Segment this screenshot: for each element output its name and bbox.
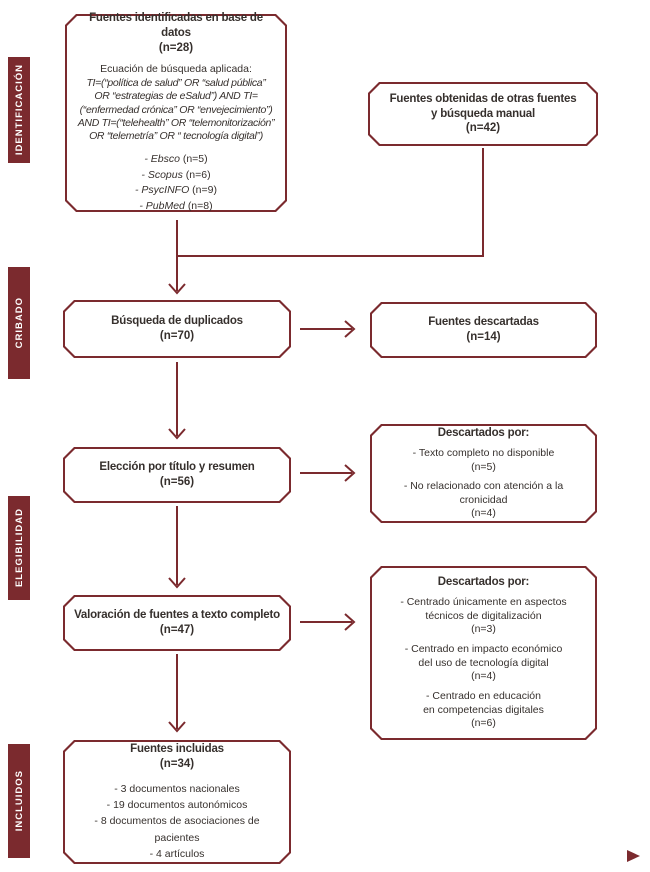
- box-fulltext-assessment: Valoración de fuentes a texto completo (…: [63, 595, 291, 651]
- database-source-item: - PsycINFO (n=9): [135, 183, 217, 199]
- box-header: Descartados por:: [437, 576, 530, 589]
- box-title: Fuentes descartadas: [428, 316, 539, 329]
- database-count: (n=6): [185, 168, 211, 181]
- box-discarded-title-stage: Descartados por: - Texto completo no dis…: [370, 424, 597, 523]
- arrowhead-right-icon: [344, 464, 356, 482]
- stage-label-text: ELEGIBILIDAD: [13, 508, 25, 588]
- box-header: Descartados por:: [437, 426, 530, 439]
- database-source-item: - Scopus (n=6): [135, 168, 217, 184]
- discard-reason-text: - Centrado en educación en competencias …: [423, 689, 544, 716]
- discard-reason-count: (n=6): [471, 717, 496, 730]
- box-count: (n=28): [158, 42, 194, 55]
- box-fill: [67, 16, 285, 210]
- database-name: - PsycINFO: [135, 184, 190, 197]
- box-other-sources: Fuentes obtenidas de otras fuentes y bús…: [368, 82, 598, 146]
- database-count: (n=5): [182, 152, 208, 165]
- box-fill: [65, 302, 289, 356]
- included-items-list: - 3 documentos nacionales - 19 documento…: [94, 782, 260, 860]
- box-fill: [65, 449, 289, 501]
- discard-reason: - Texto completo no disponible (n=5): [413, 447, 555, 474]
- database-name: - Scopus: [141, 168, 183, 181]
- box-fill: [65, 597, 289, 649]
- box-fill: [65, 742, 289, 862]
- box-discarded-duplicates: Fuentes descartadas (n=14): [370, 302, 597, 358]
- database-source-item: - PubMed (n=8): [135, 199, 217, 215]
- arrowhead-down-icon: [168, 428, 186, 440]
- discard-reason-text: - Texto completo no disponible: [412, 446, 555, 459]
- box-fill: [370, 84, 596, 144]
- stage-label-text: INCLUIDOS: [13, 770, 25, 832]
- discard-reason-count: (n=5): [471, 460, 496, 473]
- box-title: Valoración de fuentes a texto completo: [74, 609, 280, 622]
- stage-label-text: CRIBADO: [13, 297, 25, 349]
- box-count: (n=34): [159, 757, 195, 770]
- box-fill: [372, 304, 595, 356]
- stage-label-identificacion: IDENTIFICACIÓN: [8, 57, 30, 163]
- database-source-list: - Ebsco (n=5) - Scopus (n=6) - PsycINFO …: [135, 152, 217, 215]
- stage-label-text: IDENTIFICACIÓN: [13, 64, 25, 156]
- discard-reason-text: - No relacionado con atención a la croni…: [403, 480, 564, 506]
- box-fill: [372, 568, 595, 738]
- box-count: (n=70): [159, 330, 195, 342]
- stage-label-incluidos: INCLUIDOS: [8, 744, 30, 858]
- box-discarded-fulltext-stage: Descartados por: - Centrado únicamente e…: [370, 566, 597, 740]
- arrowhead-down-icon: [168, 283, 186, 295]
- box-title: Fuentes identificadas en base de datos: [89, 12, 263, 40]
- search-equation-label: Ecuación de búsqueda aplicada:: [100, 63, 252, 75]
- box-fill: [372, 426, 595, 521]
- box-title: Fuentes obtenidas de otras fuentes y bús…: [389, 92, 577, 120]
- database-count: (n=9): [192, 184, 217, 197]
- database-count: (n=8): [187, 200, 213, 213]
- discard-reason-count: (n=3): [471, 623, 496, 636]
- box-count: (n=42): [465, 122, 501, 135]
- discard-reason-text: - Centrado en impacto económico del uso …: [404, 643, 563, 669]
- database-name: - Ebsco: [144, 152, 180, 165]
- box-included-sources: Fuentes incluidas (n=34) - 3 documentos …: [63, 740, 291, 864]
- box-count: (n=47): [159, 624, 195, 636]
- database-name: - PubMed: [139, 200, 185, 213]
- search-equation: TI=(“política de salud” OR “salud públic…: [77, 76, 275, 143]
- discard-reason: - Centrado únicamente en aspectos técnic…: [400, 596, 566, 637]
- discard-reason-count: (n=4): [471, 670, 496, 683]
- database-source-item: - Ebsco (n=5): [135, 152, 217, 168]
- box-title: Búsqueda de duplicados: [111, 315, 243, 328]
- box-title: Elección por título y resumen: [99, 461, 255, 474]
- discard-reason: - Centrado en educación en competencias …: [423, 690, 544, 731]
- box-count: (n=56): [159, 476, 195, 488]
- box-identified-sources: Fuentes identificadas en base de datos (…: [65, 12, 287, 215]
- arrowhead-right-icon: [344, 613, 356, 631]
- stage-label-cribado: CRIBADO: [8, 267, 30, 379]
- discard-reason: - No relacionado con atención a la croni…: [380, 480, 587, 521]
- discard-reason-count: (n=4): [471, 507, 496, 520]
- box-title: Fuentes incluidas: [130, 742, 224, 755]
- arrowhead-right-icon: [344, 320, 356, 338]
- box-title-abstract-screening: Elección por título y resumen (n=56): [63, 447, 291, 503]
- discard-reason: - Centrado en impacto económico del uso …: [405, 643, 563, 684]
- arrowhead-down-icon: [168, 721, 186, 733]
- discard-reason-text: - Centrado únicamente en aspectos técnic…: [400, 596, 567, 622]
- box-duplicate-search: Búsqueda de duplicados (n=70): [63, 300, 291, 358]
- box-count: (n=14): [466, 331, 501, 343]
- stage-label-elegibilidad: ELEGIBILIDAD: [8, 496, 30, 600]
- continuation-arrow-icon: [627, 850, 640, 862]
- arrowhead-down-icon: [168, 577, 186, 589]
